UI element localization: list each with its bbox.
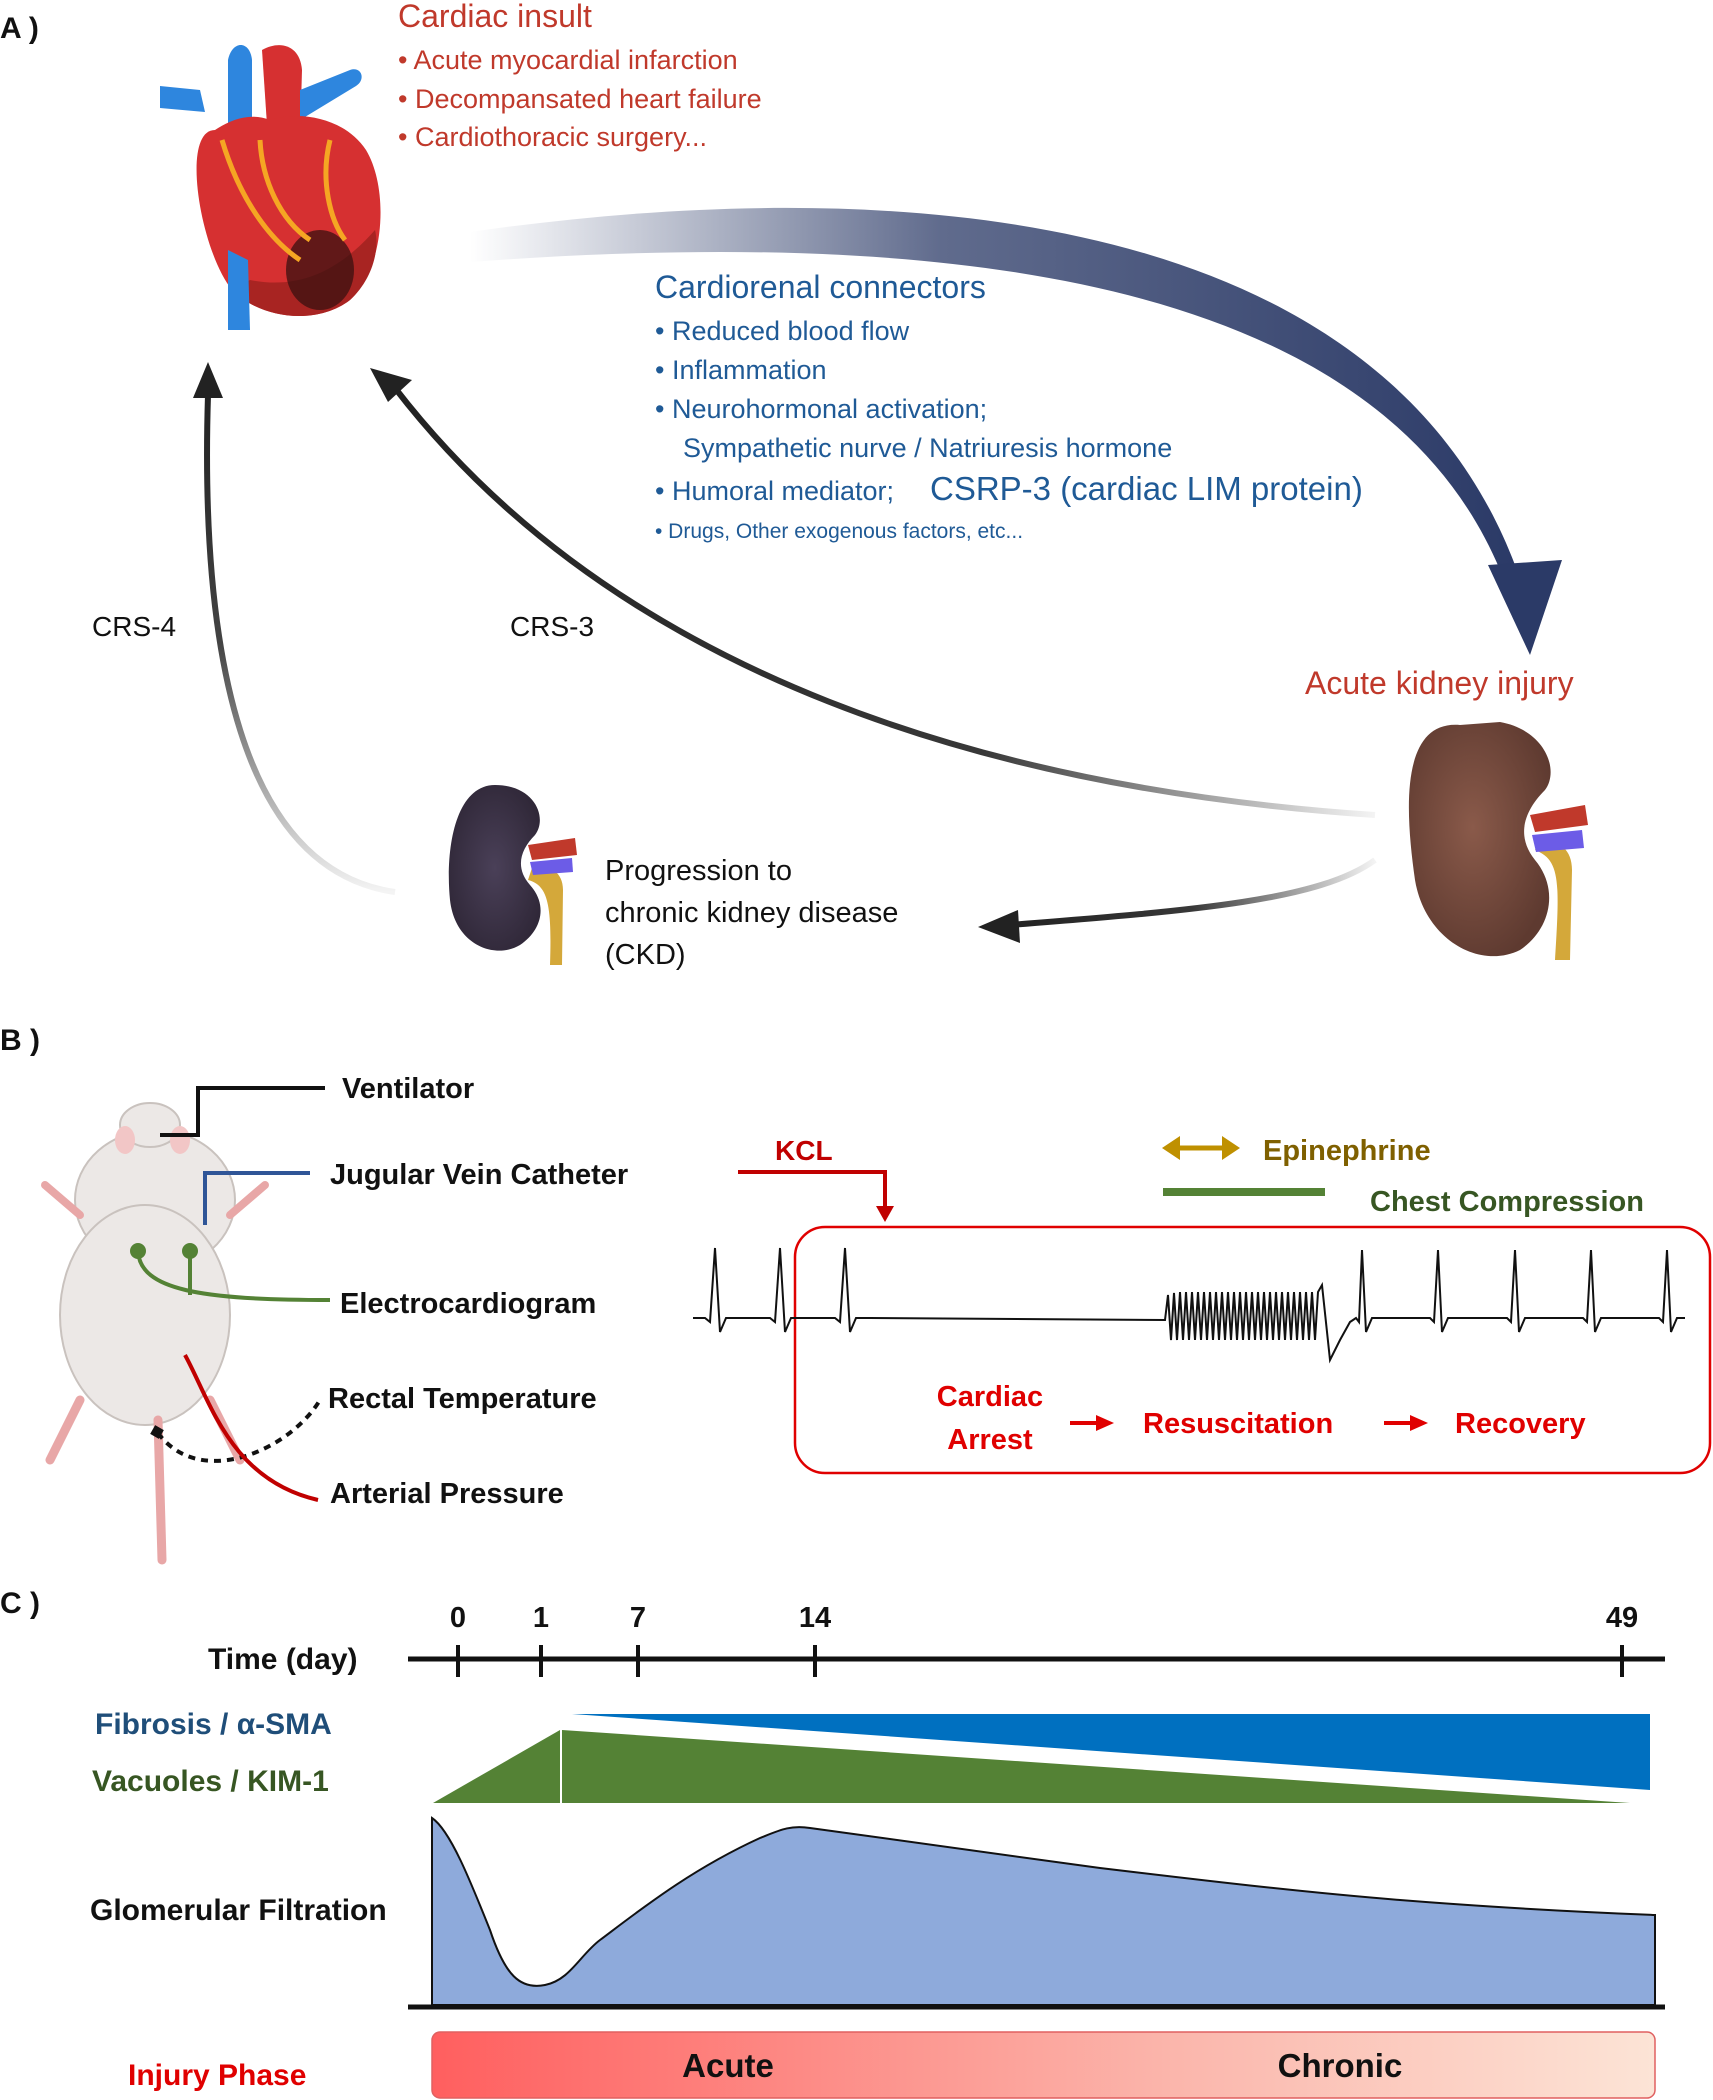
injury-phase-label: Injury Phase <box>128 2059 306 2092</box>
cardiac-insult-title: Cardiac insult <box>398 0 592 34</box>
epinephrine-label: Epinephrine <box>1263 1135 1431 1167</box>
panel-c-label: C ) <box>0 1587 40 1620</box>
vacuoles-label: Vacuoles / KIM-1 <box>92 1765 329 1798</box>
injury-phase-bar <box>431 2031 1656 2099</box>
arrow-right-icon <box>1384 1415 1428 1431</box>
resuscitation-label: Resuscitation <box>1143 1408 1333 1440</box>
cardiorenal-arrowhead <box>1488 560 1562 655</box>
ckd-progression-arrowhead <box>978 910 1020 943</box>
crs4-label: CRS-4 <box>92 611 176 642</box>
time-label: Time (day) <box>208 1643 358 1676</box>
arterial-line <box>183 1354 319 1502</box>
time-tick-label: 1 <box>533 1602 549 1634</box>
heart-icon <box>160 45 381 330</box>
vacuoles-decline-wedge <box>562 1730 1630 1803</box>
panel-b-label: B ) <box>0 1024 40 1057</box>
ecg-label: Electrocardiogram <box>340 1288 596 1320</box>
ckd-line-2: chronic kidney disease <box>605 897 898 929</box>
connector-2: • Inflammation <box>655 355 827 385</box>
insult-item-3: • Cardiothoracic surgery... <box>398 122 707 152</box>
connector-4a: • Humoral mediator; <box>655 476 894 506</box>
time-tick-label: 49 <box>1606 1602 1638 1634</box>
crs3-arrow <box>392 386 1376 818</box>
ventilator-line <box>160 1086 325 1137</box>
connectors-title: Cardiorenal connectors <box>655 269 986 305</box>
ckd-kidney-icon <box>448 785 577 965</box>
panel-a-label: A ) <box>0 12 39 45</box>
aki-label: Acute kidney injury <box>1305 665 1574 701</box>
crs4-arrow <box>204 394 396 895</box>
time-tick-label: 14 <box>799 1602 831 1634</box>
kcl-label: KCL <box>775 1135 833 1166</box>
kcl-arrowhead <box>876 1206 894 1222</box>
connector-5: • Drugs, Other exogenous factors, etc... <box>655 520 1023 543</box>
fibrosis-label: Fibrosis / α-SMA <box>95 1708 332 1741</box>
rat-icon <box>41 1102 269 1565</box>
insult-item-2: • Decompansated heart failure <box>398 84 762 114</box>
recovery-label: Recovery <box>1455 1408 1586 1440</box>
rectal-label: Rectal Temperature <box>328 1383 597 1415</box>
ventilator-label: Ventilator <box>342 1073 474 1105</box>
ckd-line-3: (CKD) <box>605 939 686 971</box>
arrow-right-icon <box>1070 1415 1114 1431</box>
fibrosis-wedge <box>572 1714 1650 1790</box>
acute-label: Acute <box>682 2047 774 2084</box>
insult-item-1: • Acute myocardial infarction <box>398 45 738 75</box>
gfr-label: Glomerular Filtration <box>90 1894 387 1927</box>
time-ticks: 0 1 7 14 49 <box>450 1602 1638 1677</box>
ckd-progression-arrow <box>1009 857 1377 928</box>
ckd-line-1: Progression to <box>605 855 792 887</box>
gfr-area <box>431 1816 1656 2006</box>
chronic-label: Chronic <box>1278 2047 1403 2084</box>
arrest-line-1: Cardiac <box>937 1381 1043 1413</box>
crs4-arrowhead <box>193 362 223 398</box>
kidney-icon <box>1408 722 1588 960</box>
chest-compression-label: Chest Compression <box>1370 1186 1644 1218</box>
ecg-leads <box>130 1243 331 1302</box>
crs3-arrowhead <box>370 368 412 402</box>
epinephrine-double-arrow-icon <box>1162 1136 1240 1160</box>
rectal-probe <box>150 1425 164 1439</box>
connector-4b: CSRP-3 (cardiac LIM protein) <box>930 470 1363 507</box>
arterial-label: Arterial Pressure <box>330 1478 564 1510</box>
connector-3: • Neurohormonal activation; <box>655 394 987 424</box>
kcl-arrow <box>738 1170 887 1210</box>
protocol-box <box>793 1225 1712 1475</box>
connector-3b: Sympathetic nurve / Natriuresis hormone <box>683 433 1172 463</box>
cardiorenal-arrow <box>470 207 1515 571</box>
time-tick-label: 0 <box>450 1602 466 1634</box>
jugular-label: Jugular Vein Catheter <box>330 1159 628 1191</box>
chest-compression-bar <box>1163 1188 1325 1196</box>
vacuoles-rise-wedge <box>433 1730 560 1803</box>
jugular-line <box>203 1171 310 1225</box>
arrest-line-2: Arrest <box>947 1424 1033 1456</box>
time-tick-label: 7 <box>630 1602 646 1634</box>
connector-1: • Reduced blood flow <box>655 316 910 346</box>
ecg-trace <box>693 1247 1685 1364</box>
crs3-label: CRS-3 <box>510 611 594 642</box>
